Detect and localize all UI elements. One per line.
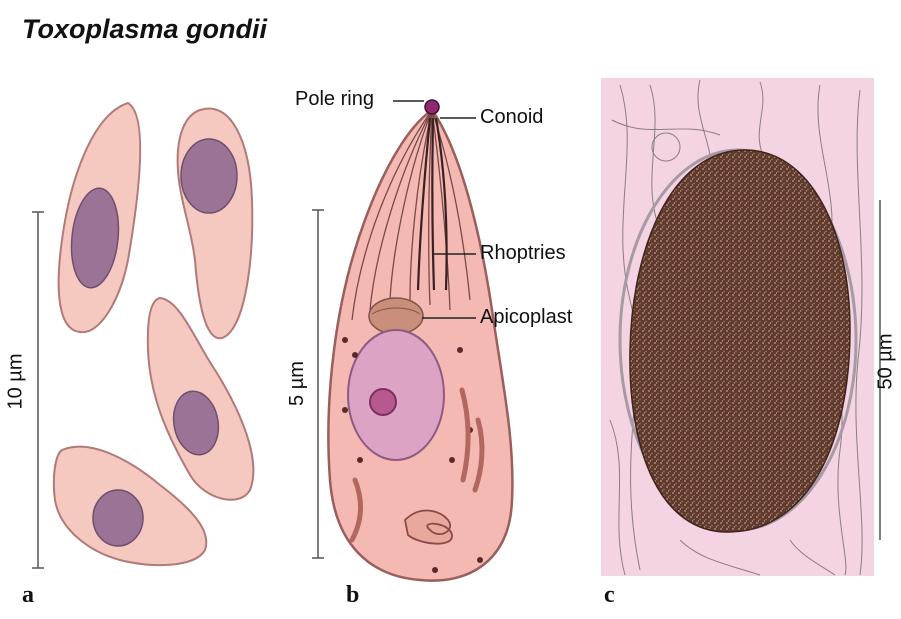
label-pole-ring: Pole ring <box>295 88 374 111</box>
panel-letter-c: c <box>604 582 615 609</box>
panel-a-tachyzoites <box>32 103 253 568</box>
apicoplast-organelle <box>369 298 423 334</box>
nucleus <box>93 490 143 546</box>
label-rhoptries: Rhoptries <box>480 242 566 265</box>
scale-label-a: 10 µm <box>5 354 28 410</box>
scale-label-b: 5 µm <box>286 361 309 406</box>
panel-letter-a: a <box>22 582 34 609</box>
label-apicoplast: Apicoplast <box>480 306 572 329</box>
nucleus <box>181 139 237 213</box>
panel-c-tissue-cyst <box>601 78 880 576</box>
figure-title: Toxoplasma gondii <box>22 14 267 45</box>
nucleolus <box>370 389 396 415</box>
tachyzoite-cell <box>148 298 254 500</box>
cyst-body <box>630 150 850 532</box>
nucleus <box>348 330 444 460</box>
tachyzoite-cell <box>59 103 141 332</box>
panel-b-ultrastructure <box>312 100 512 581</box>
tachyzoite-cell <box>178 108 253 338</box>
scale-label-c: 50 µm <box>875 334 898 390</box>
panel-letter-b: b <box>346 582 359 609</box>
conoid-structure <box>425 100 439 114</box>
label-conoid: Conoid <box>480 106 543 129</box>
